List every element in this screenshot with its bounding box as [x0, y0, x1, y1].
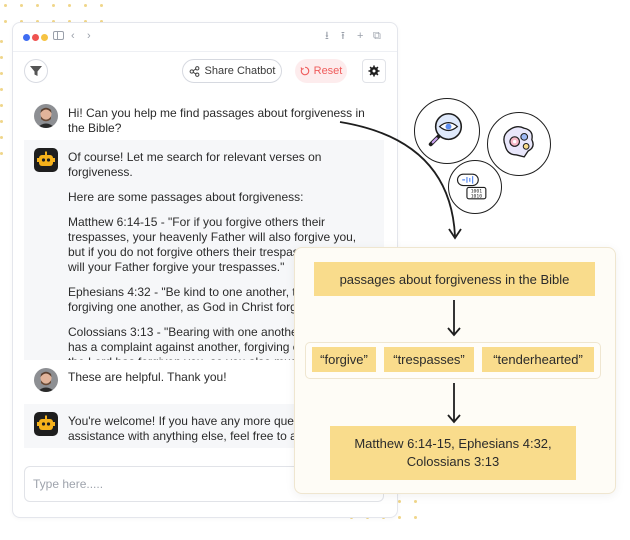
chat-input-placeholder: Type here.....: [33, 477, 104, 491]
brain-gear-circle: [487, 112, 551, 176]
brain-gear-icon: [503, 126, 534, 158]
arrow-down-icon: [447, 383, 461, 424]
reset-label: Reset: [313, 65, 343, 77]
message-text: Here are some passages about forgiveness…: [68, 190, 304, 204]
keyword-chip: “tenderhearted”: [482, 347, 594, 372]
new-tab-icon[interactable]: +: [357, 30, 364, 42]
result-box: Matthew 6:14-15, Ephesians 4:32, Colossi…: [330, 426, 576, 480]
message-text: Matthew 6:14-15 - "For if you forgive ot…: [68, 215, 361, 274]
eye-search-circle: [414, 98, 480, 164]
browser-titlebar: ‹ › ⭳ ⭱ + ⧉: [13, 23, 397, 52]
arrow-down-icon: [447, 300, 461, 337]
user-avatar: [34, 368, 58, 392]
settings-icon: [368, 65, 380, 77]
keyword-chip: “trespasses”: [384, 347, 474, 372]
window-dot-blue[interactable]: [23, 34, 30, 41]
sidebar-toggle-icon[interactable]: [53, 31, 64, 40]
keyword-chip: “forgive”: [312, 347, 376, 372]
bot-avatar-icon: [34, 412, 58, 436]
reset-button[interactable]: Reset: [295, 59, 347, 83]
user-message: Hi! Can you help me find passages about …: [24, 96, 384, 140]
message-text: Hi! Can you help me find passages about …: [68, 106, 365, 135]
user-avatar: [34, 104, 58, 128]
window-dot-red[interactable]: [32, 34, 39, 41]
reset-icon: [300, 66, 309, 76]
message-text: These are helpful. Thank you!: [68, 370, 227, 384]
forward-icon[interactable]: ›: [87, 30, 91, 42]
query-box: passages about forgiveness in the Bible: [314, 262, 595, 296]
decorative-dots-left: [0, 40, 3, 155]
message-text: Of course! Let me search for relevant ve…: [68, 150, 322, 179]
back-icon[interactable]: ‹: [71, 30, 75, 42]
eye-search-icon: [428, 112, 463, 147]
share-chatbot-button[interactable]: Share Chatbot: [182, 59, 282, 83]
copy-icon[interactable]: ⧉: [373, 30, 381, 42]
audio-binary-circle: 1001 1010: [448, 160, 502, 214]
svg-text:1010: 1010: [471, 193, 483, 199]
filter-icon: [30, 66, 42, 76]
filter-button[interactable]: [24, 59, 48, 83]
audio-binary-icon: 1001 1010: [456, 173, 487, 199]
window-dot-yellow[interactable]: [41, 34, 48, 41]
upload-icon[interactable]: ⭱: [341, 30, 345, 42]
settings-button[interactable]: [362, 59, 386, 83]
share-chatbot-label: Share Chatbot: [204, 65, 276, 77]
share-icon: [189, 65, 199, 77]
chat-messages: Hi! Can you help me find passages about …: [24, 96, 384, 448]
svg-text:1001: 1001: [471, 189, 483, 195]
download-icon[interactable]: ⭳: [325, 30, 329, 42]
decorative-dots-top-left: [4, 4, 103, 23]
bot-avatar-icon: [34, 148, 58, 172]
